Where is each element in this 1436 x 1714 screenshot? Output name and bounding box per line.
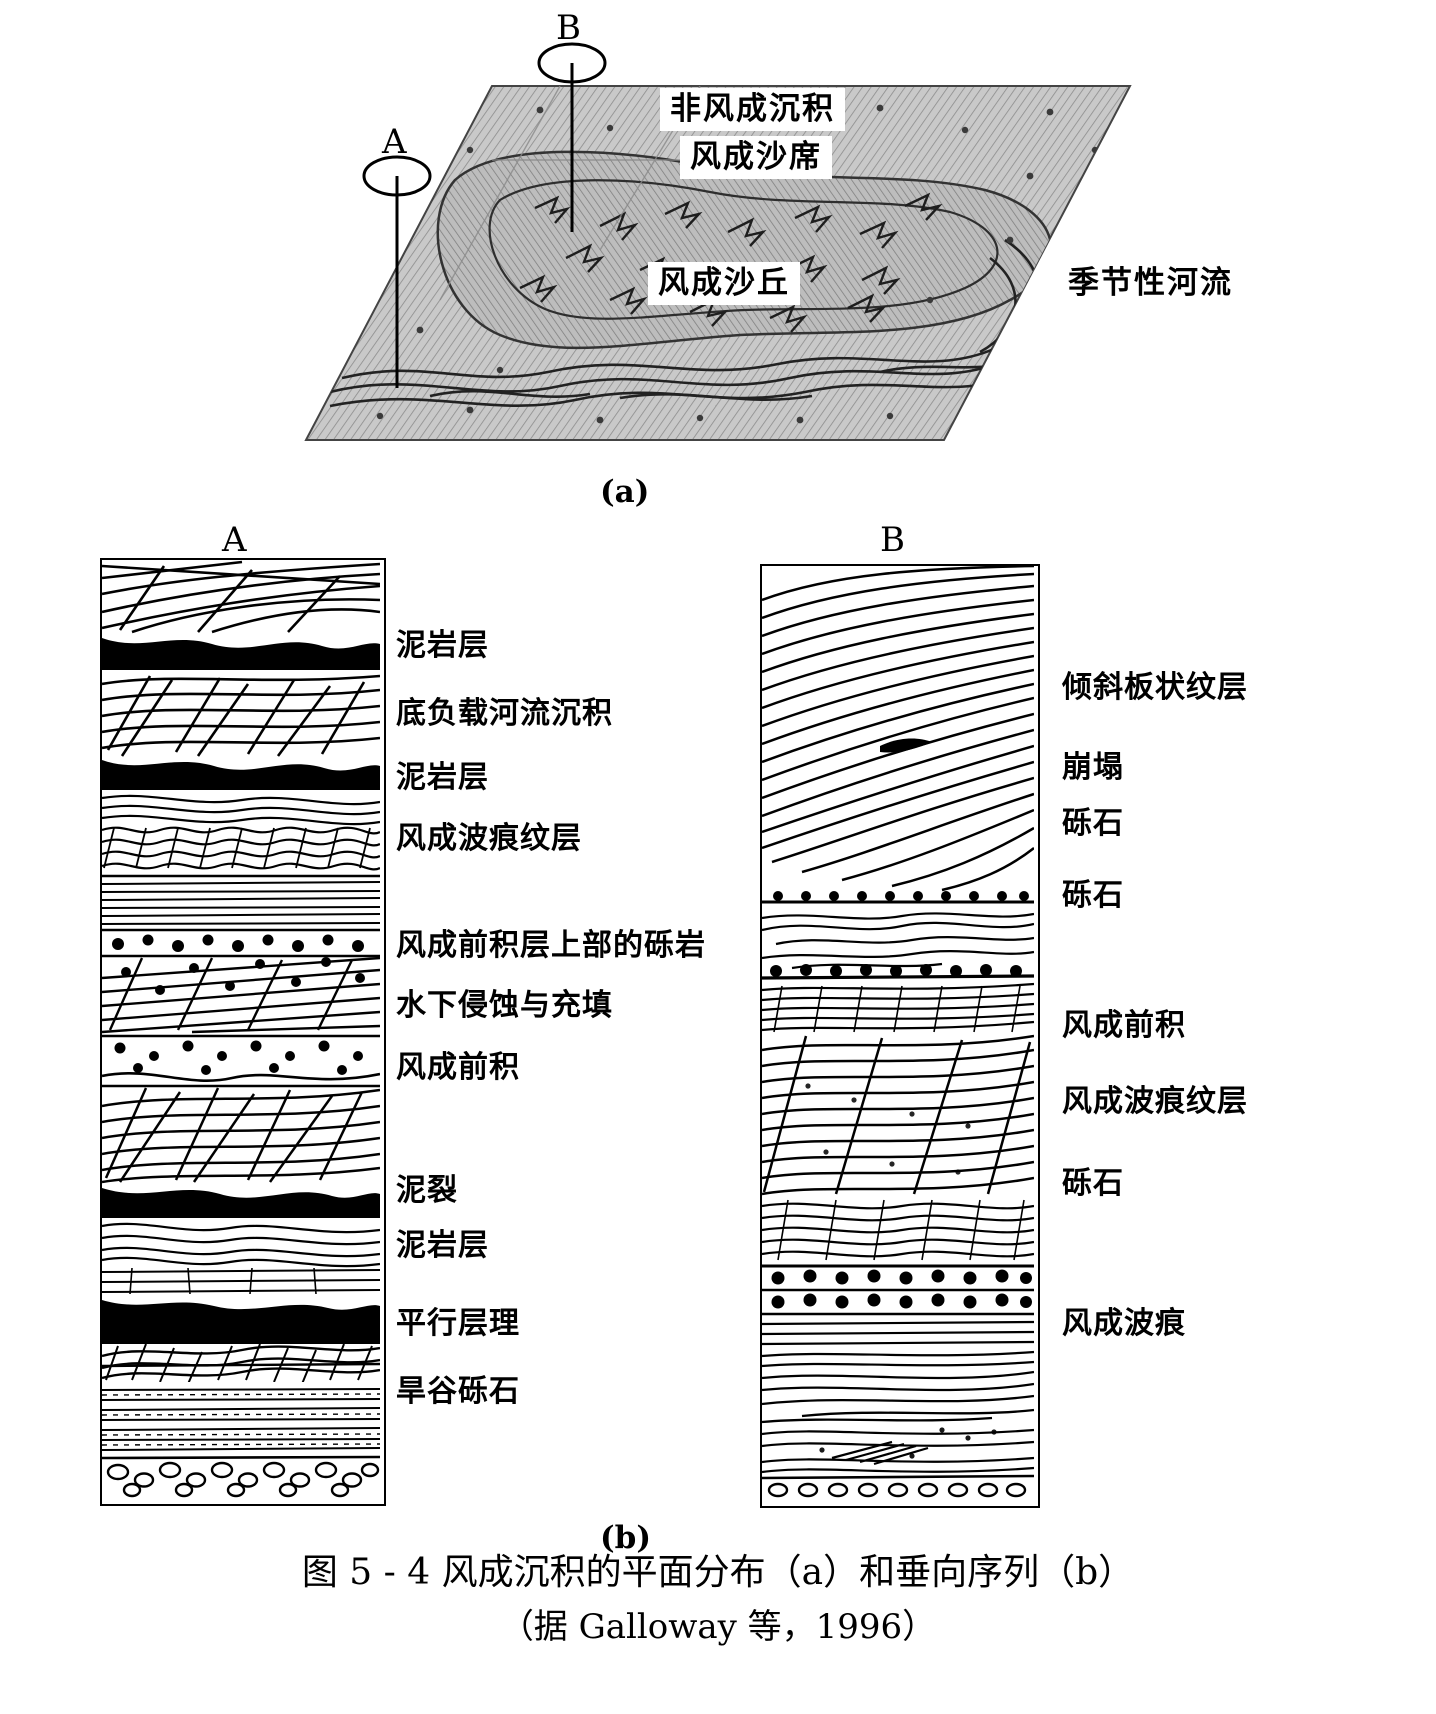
pebble-scour-fill (114, 1040, 363, 1075)
log-b-label-slump: 崩塌 (1062, 750, 1124, 785)
aeolian-ripple-lamination (102, 826, 380, 871)
panel-a-caption: (a) (600, 474, 650, 510)
mudstone-bed-3 (102, 1188, 380, 1218)
aeolian-ripple-zone (762, 1428, 1034, 1474)
label-non-aeolian-deposit: 非风成沉积 (660, 88, 845, 131)
figure-caption-line-2: （据 Galloway 等，1996） (499, 1606, 937, 1647)
log-b-label-aeolian-ripple-lamina: 风成波痕纹层 (1062, 1084, 1248, 1119)
column-a-header: A (222, 520, 247, 560)
core-marker-b-letter: B (556, 8, 581, 48)
log-b-label-aeolian-ripple: 风成波痕 (1062, 1306, 1186, 1341)
core-marker-a-letter: A (382, 122, 407, 162)
pebble-band-1 (112, 934, 364, 952)
label-aeolian-sand-sheet: 风成沙席 (680, 136, 832, 179)
log-a-label-mudstone-3: 泥岩层 (396, 1228, 489, 1263)
core-marker-b-graphic (537, 42, 607, 232)
log-a-label-mudstone-1: 泥岩层 (396, 628, 489, 663)
log-a-label-aeolian-foreset: 风成前积 (396, 1050, 520, 1085)
log-column-a-base (100, 1382, 386, 1506)
aeolian-foresets-b (762, 1034, 1034, 1196)
mudstone-bed-2 (102, 760, 380, 790)
log-b-label-gravel-2: 砾石 (1062, 878, 1124, 913)
slump-lens (880, 738, 932, 753)
mudstone-bed-1 (102, 638, 380, 670)
log-column-a-base-graphic (102, 1382, 380, 1500)
log-column-a (100, 558, 386, 1392)
panel-a-map-view: B A 非风成沉积 风成沙席 风成沙丘 季节性河流 (a) (0, 0, 1436, 520)
panel-b-vertical-sections: A (0, 520, 1436, 1556)
log-a-label-wadi-gravel: 旱谷砾石 (396, 1374, 520, 1409)
gravel-lag-1 (773, 891, 1029, 901)
log-a-label-mudcrack: 泥裂 (396, 1173, 458, 1208)
ripple-cross-lamination (102, 1343, 380, 1385)
log-b-label-gravel-3: 砾石 (1062, 1166, 1124, 1201)
log-a-label-parallel-bedding: 平行层理 (396, 1306, 520, 1341)
figure-caption-line-1: 图 5 - 4 风成沉积的平面分布（a）和垂向序列（b） (301, 1552, 1135, 1593)
parallel-bedding (102, 1388, 380, 1451)
log-b-label-inclined-tabular-lamina: 倾斜板状纹层 (1062, 670, 1248, 705)
log-column-b-graphic (762, 566, 1034, 1502)
log-b-label-aeolian-foreset: 风成前积 (1062, 1008, 1186, 1043)
log-a-label-subaqueous-erosion-fill: 水下侵蚀与充填 (396, 988, 613, 1023)
log-a-label-bedload-fluvial: 底负载河流沉积 (396, 696, 613, 731)
dune-field-inner-outline (488, 179, 999, 320)
log-a-label-mudstone-2: 泥岩层 (396, 760, 489, 795)
log-a-label-conglomerate-upper-foreset: 风成前积层上部的砾岩 (396, 928, 706, 963)
log-column-a-graphic (102, 560, 380, 1386)
core-marker-a-graphic (362, 155, 432, 388)
label-aeolian-dune: 风成沙丘 (648, 262, 800, 305)
mudcrack-zone (102, 1267, 380, 1295)
basal-gravel-b (767, 1482, 1027, 1498)
aeolian-ripple-laminae-b (762, 1199, 1034, 1261)
log-a-label-aeolian-ripple-lamina: 风成波痕纹层 (396, 821, 582, 856)
log-b-label-gravel-1: 砾石 (1062, 806, 1124, 841)
parallel-lamination-upper (102, 881, 380, 925)
wadi-gravel-bed (106, 1461, 380, 1498)
block-diagram-svg (304, 42, 1132, 441)
aeolian-foreset-set (102, 1087, 380, 1184)
map-block-content (329, 86, 1099, 424)
inclined-tabular-laminae (762, 566, 1034, 892)
gravel-band-3b (771, 1293, 1032, 1309)
gravel-lag-2 (770, 964, 1022, 977)
figure-caption: 图 5 - 4 风成沉积的平面分布（a）和垂向序列（b） （据 Galloway… (0, 1545, 1436, 1653)
barchan-dunes (519, 192, 943, 333)
gravel-band-3a (771, 1269, 1032, 1285)
log-column-b (760, 564, 1040, 1508)
column-b-header: B (880, 520, 905, 560)
panel-b-caption: (b) (600, 1520, 652, 1556)
mudstone-bed-4 (102, 1300, 380, 1344)
label-seasonal-river: 季节性河流 (1068, 265, 1233, 301)
